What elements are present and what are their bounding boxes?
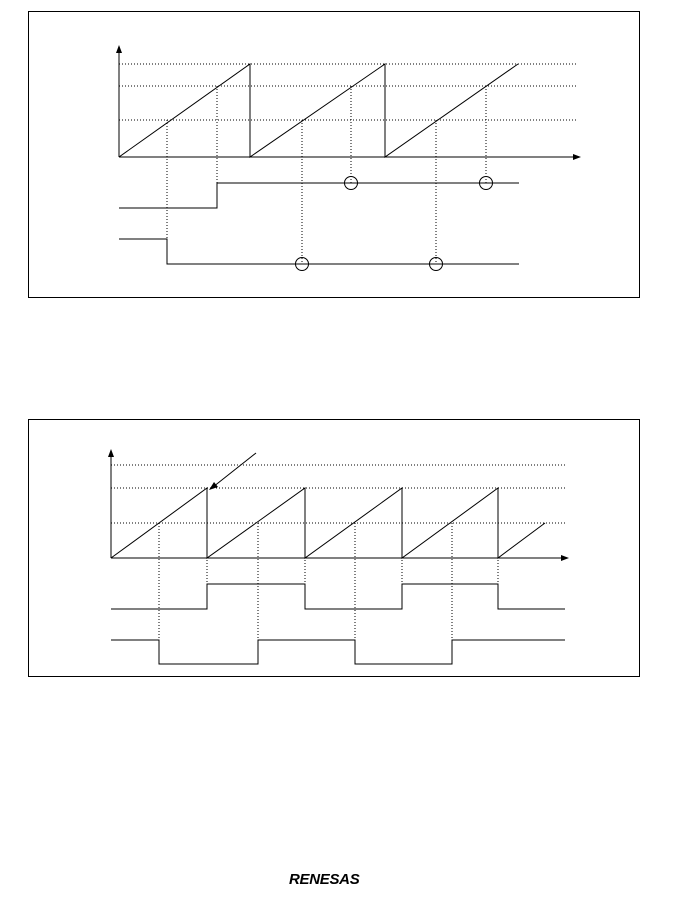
- output-waveform-2: [111, 639, 565, 665]
- counter-sawtooth: [118, 63, 519, 158]
- x-axis-arrow-icon: [561, 555, 569, 561]
- output-waveform-1: [111, 583, 565, 610]
- no-change-marker-4: [429, 257, 443, 271]
- output-waveform-1: [119, 182, 519, 209]
- pointer-arrow-icon: [209, 482, 218, 490]
- renesas-logo-text: RENESAS: [289, 871, 360, 888]
- renesas-logo: RENESAS: [287, 870, 383, 888]
- renesas-logo-mark: RENESAS: [289, 871, 360, 888]
- output-waveform-2: [119, 238, 519, 265]
- no-change-marker-2: [479, 176, 493, 190]
- bottom-timing-diagram: [108, 449, 569, 665]
- counter-sawtooth: [110, 487, 546, 559]
- pointer-line: [212, 452, 257, 488]
- no-change-marker-1: [344, 176, 358, 190]
- top-timing-diagram: [116, 45, 581, 271]
- y-axis-arrow-icon: [116, 45, 122, 53]
- top-timing-diagram-frame: [28, 11, 640, 298]
- no-change-marker-3: [295, 257, 309, 271]
- y-axis-arrow-icon: [108, 449, 114, 457]
- x-axis-arrow-icon: [573, 154, 581, 160]
- bottom-timing-diagram-frame: [28, 419, 640, 677]
